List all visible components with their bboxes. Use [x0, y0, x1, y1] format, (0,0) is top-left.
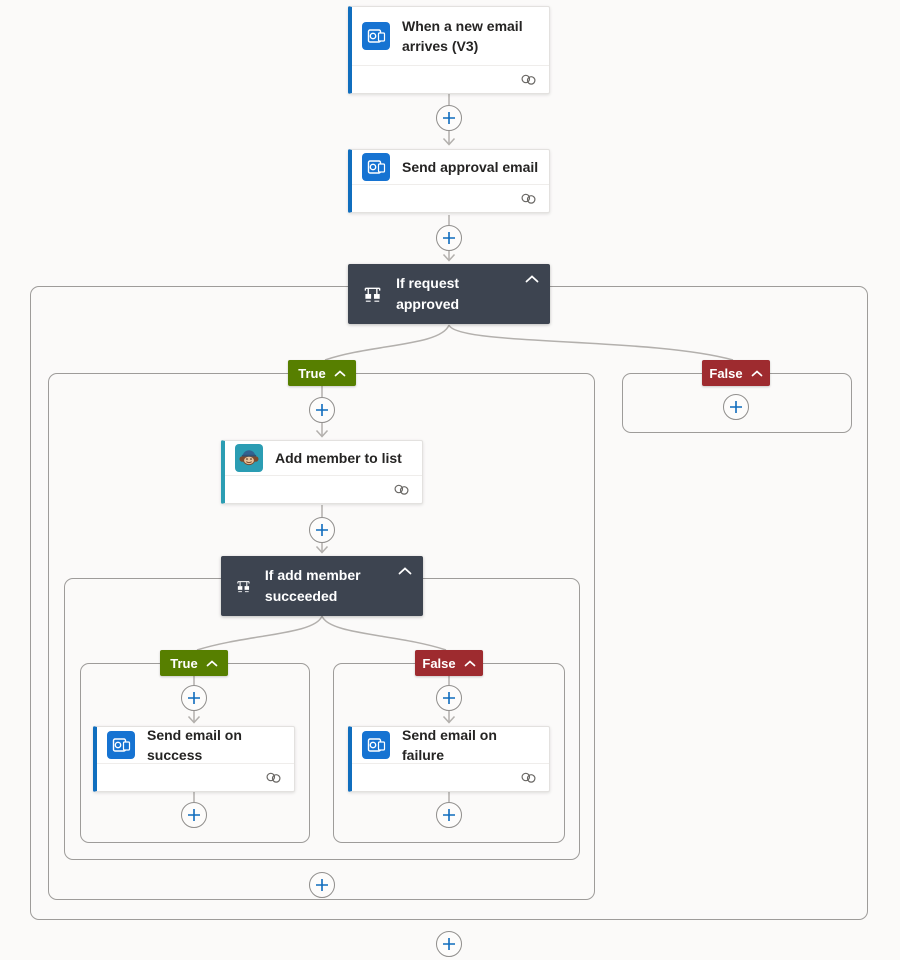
- connections-icon: [521, 193, 536, 204]
- plus-icon: [316, 524, 328, 536]
- plus-icon: [443, 692, 455, 704]
- plus-icon: [443, 232, 455, 244]
- condition-card-if-request-approved[interactable]: If request approved: [348, 264, 550, 324]
- insert-step-button-true-branch-bottom[interactable]: [309, 872, 335, 898]
- outlook-icon: [362, 22, 390, 50]
- outlook-icon: [362, 731, 390, 759]
- badge-label: False: [709, 365, 743, 381]
- inner-true-branch-badge[interactable]: True: [160, 650, 228, 676]
- badge-label: True: [170, 655, 198, 671]
- mailchimp-icon: [235, 444, 263, 472]
- insert-step-button-true-branch-top[interactable]: [309, 397, 335, 423]
- badge-label: False: [422, 655, 456, 671]
- badge-label: True: [298, 365, 326, 381]
- arrow-down-icon: [442, 253, 456, 262]
- plus-icon: [188, 692, 200, 704]
- outlook-icon: [107, 731, 135, 759]
- connections-icon: [521, 74, 536, 85]
- connections-icon: [394, 484, 409, 495]
- arrow-down-icon: [442, 137, 456, 146]
- trigger-card-when-a-new-email-arrives[interactable]: When a new email arrives (V3): [348, 6, 550, 94]
- insert-step-button-inner-false-top[interactable]: [436, 685, 462, 711]
- insert-step-button-after-success[interactable]: [181, 802, 207, 828]
- insert-step-button-false-branch[interactable]: [723, 394, 749, 420]
- chevron-up-icon: [206, 659, 218, 666]
- chevron-up-icon: [334, 369, 346, 376]
- action-card-send-email-on-success[interactable]: Send email on success: [93, 726, 295, 792]
- false-branch-badge[interactable]: False: [702, 360, 770, 386]
- inner-false-branch-badge[interactable]: False: [415, 650, 483, 676]
- card-title: Send approval email: [402, 159, 539, 175]
- chevron-up-icon: [464, 659, 475, 666]
- plus-icon: [443, 112, 455, 124]
- card-title: When a new email arrives (V3): [402, 18, 523, 54]
- plus-icon: [730, 401, 742, 413]
- insert-step-button-after-add-member[interactable]: [309, 517, 335, 543]
- outlook-icon: [362, 153, 390, 181]
- connections-icon: [521, 772, 536, 783]
- condition-icon: [237, 580, 250, 592]
- action-card-send-approval-email[interactable]: Send approval email: [348, 149, 550, 213]
- condition-icon: [364, 287, 381, 302]
- insert-step-button-inner-true-top[interactable]: [181, 685, 207, 711]
- insert-step-button-after-trigger[interactable]: [436, 105, 462, 131]
- card-title: Add member to list: [275, 450, 402, 466]
- plus-icon: [443, 809, 455, 821]
- chevron-up-icon[interactable]: [525, 275, 539, 283]
- insert-step-button-after-approval[interactable]: [436, 225, 462, 251]
- action-card-send-email-on-failure[interactable]: Send email on failure: [348, 726, 550, 792]
- connections-icon: [266, 772, 281, 783]
- chevron-up-icon[interactable]: [398, 567, 412, 575]
- insert-step-button-after-condition-scope[interactable]: [436, 931, 462, 957]
- plus-icon: [316, 404, 328, 416]
- card-title: Send email on failure: [402, 727, 497, 763]
- plus-icon: [443, 938, 455, 950]
- action-card-add-member-to-list[interactable]: Add member to list: [221, 440, 423, 504]
- chevron-up-icon: [751, 369, 762, 376]
- condition-card-if-add-member-succeeded[interactable]: If add member succeeded: [221, 556, 423, 616]
- condition-title: If add member succeeded: [264, 567, 361, 604]
- plus-icon: [188, 809, 200, 821]
- true-branch-badge[interactable]: True: [288, 360, 356, 386]
- card-title: Send email on success: [147, 727, 242, 763]
- condition-title: If request approved: [396, 275, 460, 312]
- insert-step-button-after-failure[interactable]: [436, 802, 462, 828]
- plus-icon: [316, 879, 328, 891]
